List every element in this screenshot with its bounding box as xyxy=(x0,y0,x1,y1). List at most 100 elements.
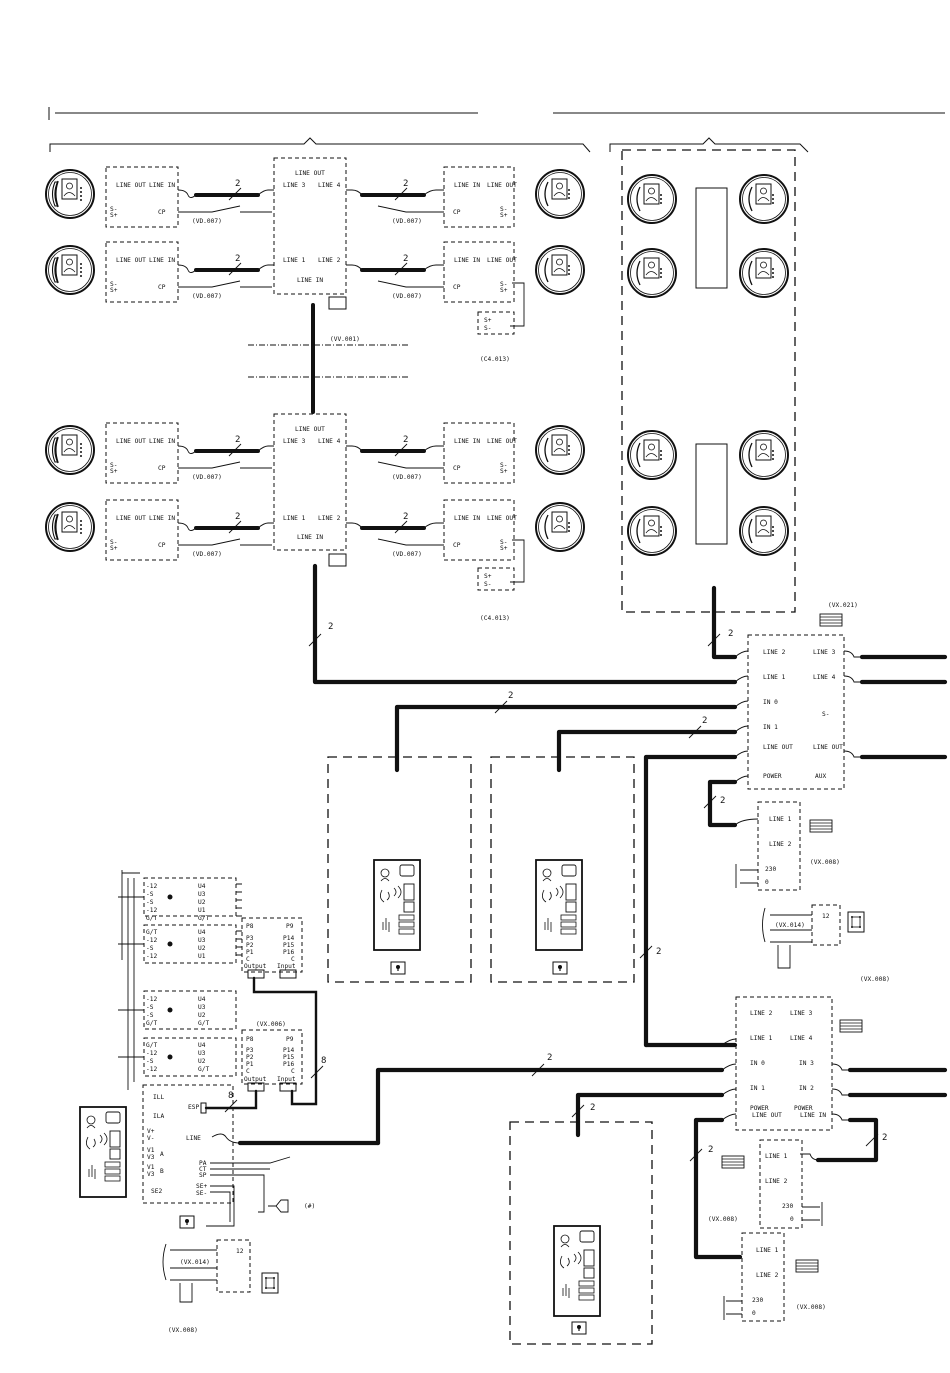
ref-vd007: (VD.007) xyxy=(192,293,222,300)
label-s-minus: S- xyxy=(500,539,507,546)
handset-icon[interactable] xyxy=(45,502,95,552)
monitor-icon[interactable] xyxy=(739,430,789,480)
handset-icon[interactable] xyxy=(45,245,95,295)
hub-box xyxy=(241,917,303,973)
door-panel-icon[interactable] xyxy=(553,1225,601,1317)
power-lead xyxy=(800,1113,850,1161)
connector-output xyxy=(247,969,265,979)
lock-icon[interactable] xyxy=(571,1321,587,1335)
keypad-wiring: -12 -S -S -12 G/T U4 U3 U2 U1 G/T G/T -1… xyxy=(79,870,381,1229)
transformer-box xyxy=(216,1239,251,1293)
label-s-plus: S+ xyxy=(484,317,492,324)
lock-icon[interactable] xyxy=(552,961,568,975)
label-line-1: LINE 1 xyxy=(283,257,306,264)
hub-box xyxy=(241,1029,303,1085)
monitor-icon[interactable] xyxy=(627,506,677,556)
label-cp: CP xyxy=(158,542,166,549)
label-s: -S xyxy=(146,1004,154,1011)
monitor-icon[interactable] xyxy=(739,174,789,224)
label-12: -12 xyxy=(146,883,157,890)
cable-count: 2 xyxy=(728,629,733,639)
unit-leads xyxy=(734,650,749,783)
label-gt: G/T xyxy=(146,1020,157,1027)
label-power-in: POWER xyxy=(794,1105,813,1112)
ref-c4013: (C4.013) xyxy=(480,356,510,363)
ref-vx008: (VX.008) xyxy=(168,1327,198,1334)
label-p15: P15 xyxy=(283,1054,294,1061)
handset-icon[interactable] xyxy=(45,169,95,219)
label-p8: P8 xyxy=(246,923,254,930)
distributor-box xyxy=(273,413,347,551)
monitor-icon[interactable] xyxy=(627,430,677,480)
label-s: -S xyxy=(146,891,154,898)
relay-box xyxy=(143,877,237,917)
power-supply-box xyxy=(759,1139,803,1229)
ref-vd007: (VD.007) xyxy=(392,218,422,225)
cable-tick xyxy=(394,262,408,276)
monitor-icon[interactable] xyxy=(739,248,789,298)
cable-count: 2 xyxy=(547,1053,552,1063)
door-panel-icon[interactable] xyxy=(79,1106,127,1198)
se-wires xyxy=(206,1185,235,1227)
label-s-plus: S+ xyxy=(110,468,118,475)
door-panel-icon[interactable] xyxy=(373,859,421,951)
label-line-in: LINE IN xyxy=(149,515,175,522)
ref-vx006: (VX.006) xyxy=(256,1021,286,1028)
cable-count: 2 xyxy=(235,512,240,522)
cable-lead xyxy=(346,264,444,271)
apartment-box xyxy=(105,422,179,484)
label-line-2: LINE 2 xyxy=(750,1010,773,1017)
label-line-3: LINE 3 xyxy=(790,1010,813,1017)
label-power-line: POWER xyxy=(750,1105,769,1112)
label-line-out: LINE OUT xyxy=(295,426,325,433)
ref-vd007: (VD.007) xyxy=(192,551,222,558)
cable-tick xyxy=(228,520,242,534)
label-b: B xyxy=(160,1168,164,1175)
label-p1: P1 xyxy=(246,949,254,956)
floor-group-bottom: LINE OUT LINE IN S- S+ CP (VD.007) LINE … xyxy=(45,413,585,622)
switch-unit-main xyxy=(747,634,845,790)
monitor-icon[interactable] xyxy=(627,248,677,298)
cable-tick xyxy=(394,520,408,534)
label-gt: G/T xyxy=(146,915,157,922)
label-cp: CP xyxy=(453,465,461,472)
lock-icon[interactable] xyxy=(390,961,406,975)
label-se-plus: SE+ xyxy=(196,1183,207,1190)
sensor-wire xyxy=(510,539,525,583)
monitor-icon[interactable] xyxy=(535,425,585,475)
trunk-panel-c xyxy=(375,1067,725,1146)
monitor-icon[interactable] xyxy=(535,245,585,295)
monitor-icon[interactable] xyxy=(535,169,585,219)
label-u3: U3 xyxy=(198,937,206,944)
switch-unit-secondary xyxy=(735,996,833,1131)
label-s-minus: S- xyxy=(110,462,117,469)
label-ill: ILL xyxy=(153,1094,164,1101)
label-cp: CP xyxy=(158,465,166,472)
label-line-4: LINE 4 xyxy=(790,1035,813,1042)
door-panel-icon[interactable] xyxy=(535,859,583,951)
monitor-icon[interactable] xyxy=(535,502,585,552)
label-line-out: LINE OUT xyxy=(813,744,843,751)
building-right-box xyxy=(621,149,796,613)
label-esp: ESP xyxy=(188,1104,199,1111)
monitor-icon[interactable] xyxy=(739,506,789,556)
label-s-minus: S- xyxy=(500,462,507,469)
label-u4: U4 xyxy=(198,929,206,936)
monitor-icon[interactable] xyxy=(627,174,677,224)
trunk-panel-a xyxy=(394,704,738,773)
label-s-plus: S+ xyxy=(110,545,118,552)
label-line-out: LINE OUT xyxy=(487,515,517,522)
label-u4: U4 xyxy=(198,1042,206,1049)
handset-icon[interactable] xyxy=(45,425,95,475)
label-v1: V1 xyxy=(147,1164,155,1171)
label-u1: U1 xyxy=(198,953,206,960)
ref-vd007: (VD.007) xyxy=(392,551,422,558)
label-line-in: LINE OUT xyxy=(763,744,793,751)
cable-tick xyxy=(228,443,242,457)
label-c: C xyxy=(291,1068,295,1075)
switch-wires xyxy=(210,1156,291,1213)
din-module-icon xyxy=(839,1019,863,1033)
lock-icon[interactable] xyxy=(179,1215,195,1229)
label-in-0: IN 0 xyxy=(763,699,778,706)
